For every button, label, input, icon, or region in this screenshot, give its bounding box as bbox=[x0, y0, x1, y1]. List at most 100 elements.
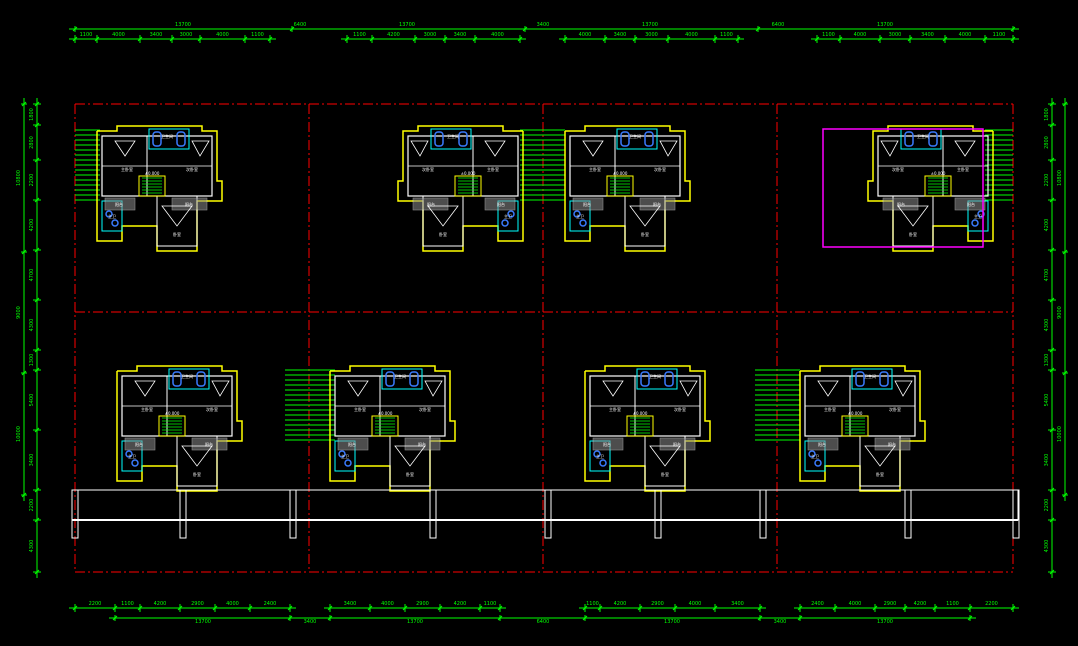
wall-block bbox=[892, 195, 934, 247]
right-total-label: 10800 bbox=[1057, 170, 1063, 186]
right-seg-label: 4200 bbox=[1044, 219, 1050, 232]
dimension-left: 1800280022004200470043001300540034002200… bbox=[16, 98, 41, 578]
right-seg-label: 3400 bbox=[1044, 454, 1050, 467]
bot-total-label: 13700 bbox=[407, 619, 423, 625]
stair-icon bbox=[630, 417, 650, 434]
right-total-slash bbox=[1062, 101, 1068, 107]
bot-seg-a-slash bbox=[247, 605, 253, 611]
right-seg-label: 2800 bbox=[1044, 136, 1050, 149]
bot-total-label: 13700 bbox=[877, 619, 893, 625]
left-total-slash bbox=[21, 492, 27, 498]
sink-icon bbox=[131, 459, 139, 467]
bed-icon bbox=[582, 140, 604, 157]
terrace-bars bbox=[985, 129, 1013, 201]
stair-icon bbox=[162, 417, 182, 434]
bed-icon bbox=[894, 380, 913, 397]
right-seg-slash bbox=[1049, 569, 1055, 575]
bed-icon bbox=[134, 380, 156, 397]
top-seg-c-label: 1100 bbox=[720, 32, 733, 38]
bed-icon bbox=[424, 380, 443, 397]
podium-column bbox=[544, 489, 552, 539]
left-seg-label: 4700 bbox=[29, 269, 35, 282]
dwelling-unit: 主卧室次卧室卫生间主卫卧室阳台阳台±0.000 bbox=[564, 125, 691, 252]
top-seg-a-slash bbox=[267, 36, 273, 42]
top-seg-a-slash bbox=[94, 36, 100, 42]
left-seg-slash bbox=[34, 367, 40, 373]
podium-column bbox=[179, 489, 187, 539]
bot-total-slash bbox=[327, 615, 333, 621]
left-seg-slash bbox=[34, 197, 40, 203]
room-label-balcony: 阳台 bbox=[653, 201, 661, 207]
bot-seg-c-slash bbox=[582, 605, 588, 611]
bot-seg-c-slash bbox=[757, 605, 763, 611]
bot-seg-d-label: 2400 bbox=[811, 601, 824, 607]
left-seg-label: 2800 bbox=[29, 136, 35, 149]
podium-terrace bbox=[71, 489, 1020, 539]
bot-seg-d-label: 4200 bbox=[914, 601, 927, 607]
toilet-icon bbox=[977, 210, 985, 218]
dwelling-unit: 主卧室次卧室卫生间主卫卧室阳台阳台±0.000 bbox=[329, 365, 456, 492]
room-label-master-bedroom: 主卧室 bbox=[487, 166, 499, 172]
room-label-secondary-bedroom: 次卧室 bbox=[186, 166, 198, 172]
left-total-slash bbox=[21, 101, 27, 107]
bathtub-icon bbox=[409, 371, 419, 387]
bed-icon bbox=[659, 140, 678, 157]
bot-seg-d-slash bbox=[902, 605, 908, 611]
top-seg-a-label: 4000 bbox=[112, 32, 125, 38]
left-seg-slash bbox=[34, 297, 40, 303]
bot-total-slash bbox=[757, 615, 763, 621]
bathroom-outline bbox=[851, 368, 893, 390]
right-total-label: 10000 bbox=[1057, 426, 1063, 442]
left-seg-slash bbox=[34, 517, 40, 523]
wall-block bbox=[389, 435, 431, 487]
left-seg-label: 4200 bbox=[29, 219, 35, 232]
room-label-secondary-bedroom: 次卧室 bbox=[419, 406, 431, 412]
left-seg-label: 1300 bbox=[29, 354, 35, 367]
bathtub-icon bbox=[664, 371, 674, 387]
top-outer-slash bbox=[1010, 26, 1016, 32]
room-label-master-bedroom: 主卧室 bbox=[589, 166, 601, 172]
top-seg-d-label: 3000 bbox=[889, 32, 902, 38]
room-label-bathroom: 卫生间 bbox=[161, 133, 173, 139]
bot-total-label: 3400 bbox=[304, 619, 317, 625]
top-seg-a-label: 1100 bbox=[251, 32, 264, 38]
top-seg-a-slash bbox=[242, 36, 248, 42]
dwelling-unit: 主卧室次卧室卫生间主卫卧室阳台阳台±0.000 bbox=[96, 125, 223, 252]
room-label-master-bedroom: 主卧室 bbox=[354, 406, 366, 412]
stair-outline bbox=[158, 415, 186, 437]
balcony-hatch bbox=[807, 437, 839, 451]
bot-seg-c-slash bbox=[672, 605, 678, 611]
room-label-secondary-bedroom: 次卧室 bbox=[892, 166, 904, 172]
stair-icon bbox=[845, 417, 865, 434]
top-seg-b-slash bbox=[412, 36, 418, 42]
room-label-elevation: ±0.000 bbox=[931, 171, 946, 176]
room-label-elevation: ±0.000 bbox=[633, 411, 648, 416]
room-label-balcony: 阳台 bbox=[583, 201, 591, 207]
bot-seg-b-slash bbox=[477, 605, 483, 611]
room-label-master-bedroom: 主卧室 bbox=[957, 166, 969, 172]
balcony-hatch bbox=[104, 197, 136, 211]
bed-icon bbox=[880, 140, 899, 157]
top-seg-b-slash bbox=[369, 36, 375, 42]
room-label-bedroom: 卧室 bbox=[193, 471, 201, 477]
top-seg-c-slash bbox=[735, 36, 741, 42]
bathroom-outline bbox=[168, 368, 210, 390]
stair-outline bbox=[606, 175, 634, 197]
room-label-balcony: 阳台 bbox=[888, 441, 896, 447]
right-seg-slash bbox=[1049, 101, 1055, 107]
room-label-balcony: 阳台 bbox=[818, 441, 826, 447]
dwelling-unit: 主卧室次卧室卫生间主卫卧室阳台阳台±0.000 bbox=[584, 365, 711, 492]
bathtub-icon bbox=[458, 131, 468, 147]
top-seg-c-slash bbox=[632, 36, 638, 42]
right-total-slash bbox=[1062, 249, 1068, 255]
room-label-balcony: 阳台 bbox=[673, 441, 681, 447]
bot-seg-d-slash bbox=[797, 605, 803, 611]
room-label-bathroom: 卫生间 bbox=[629, 133, 641, 139]
bathtub-icon bbox=[434, 131, 444, 147]
bot-seg-a-slash bbox=[72, 605, 78, 611]
left-seg-label: 3400 bbox=[29, 454, 35, 467]
